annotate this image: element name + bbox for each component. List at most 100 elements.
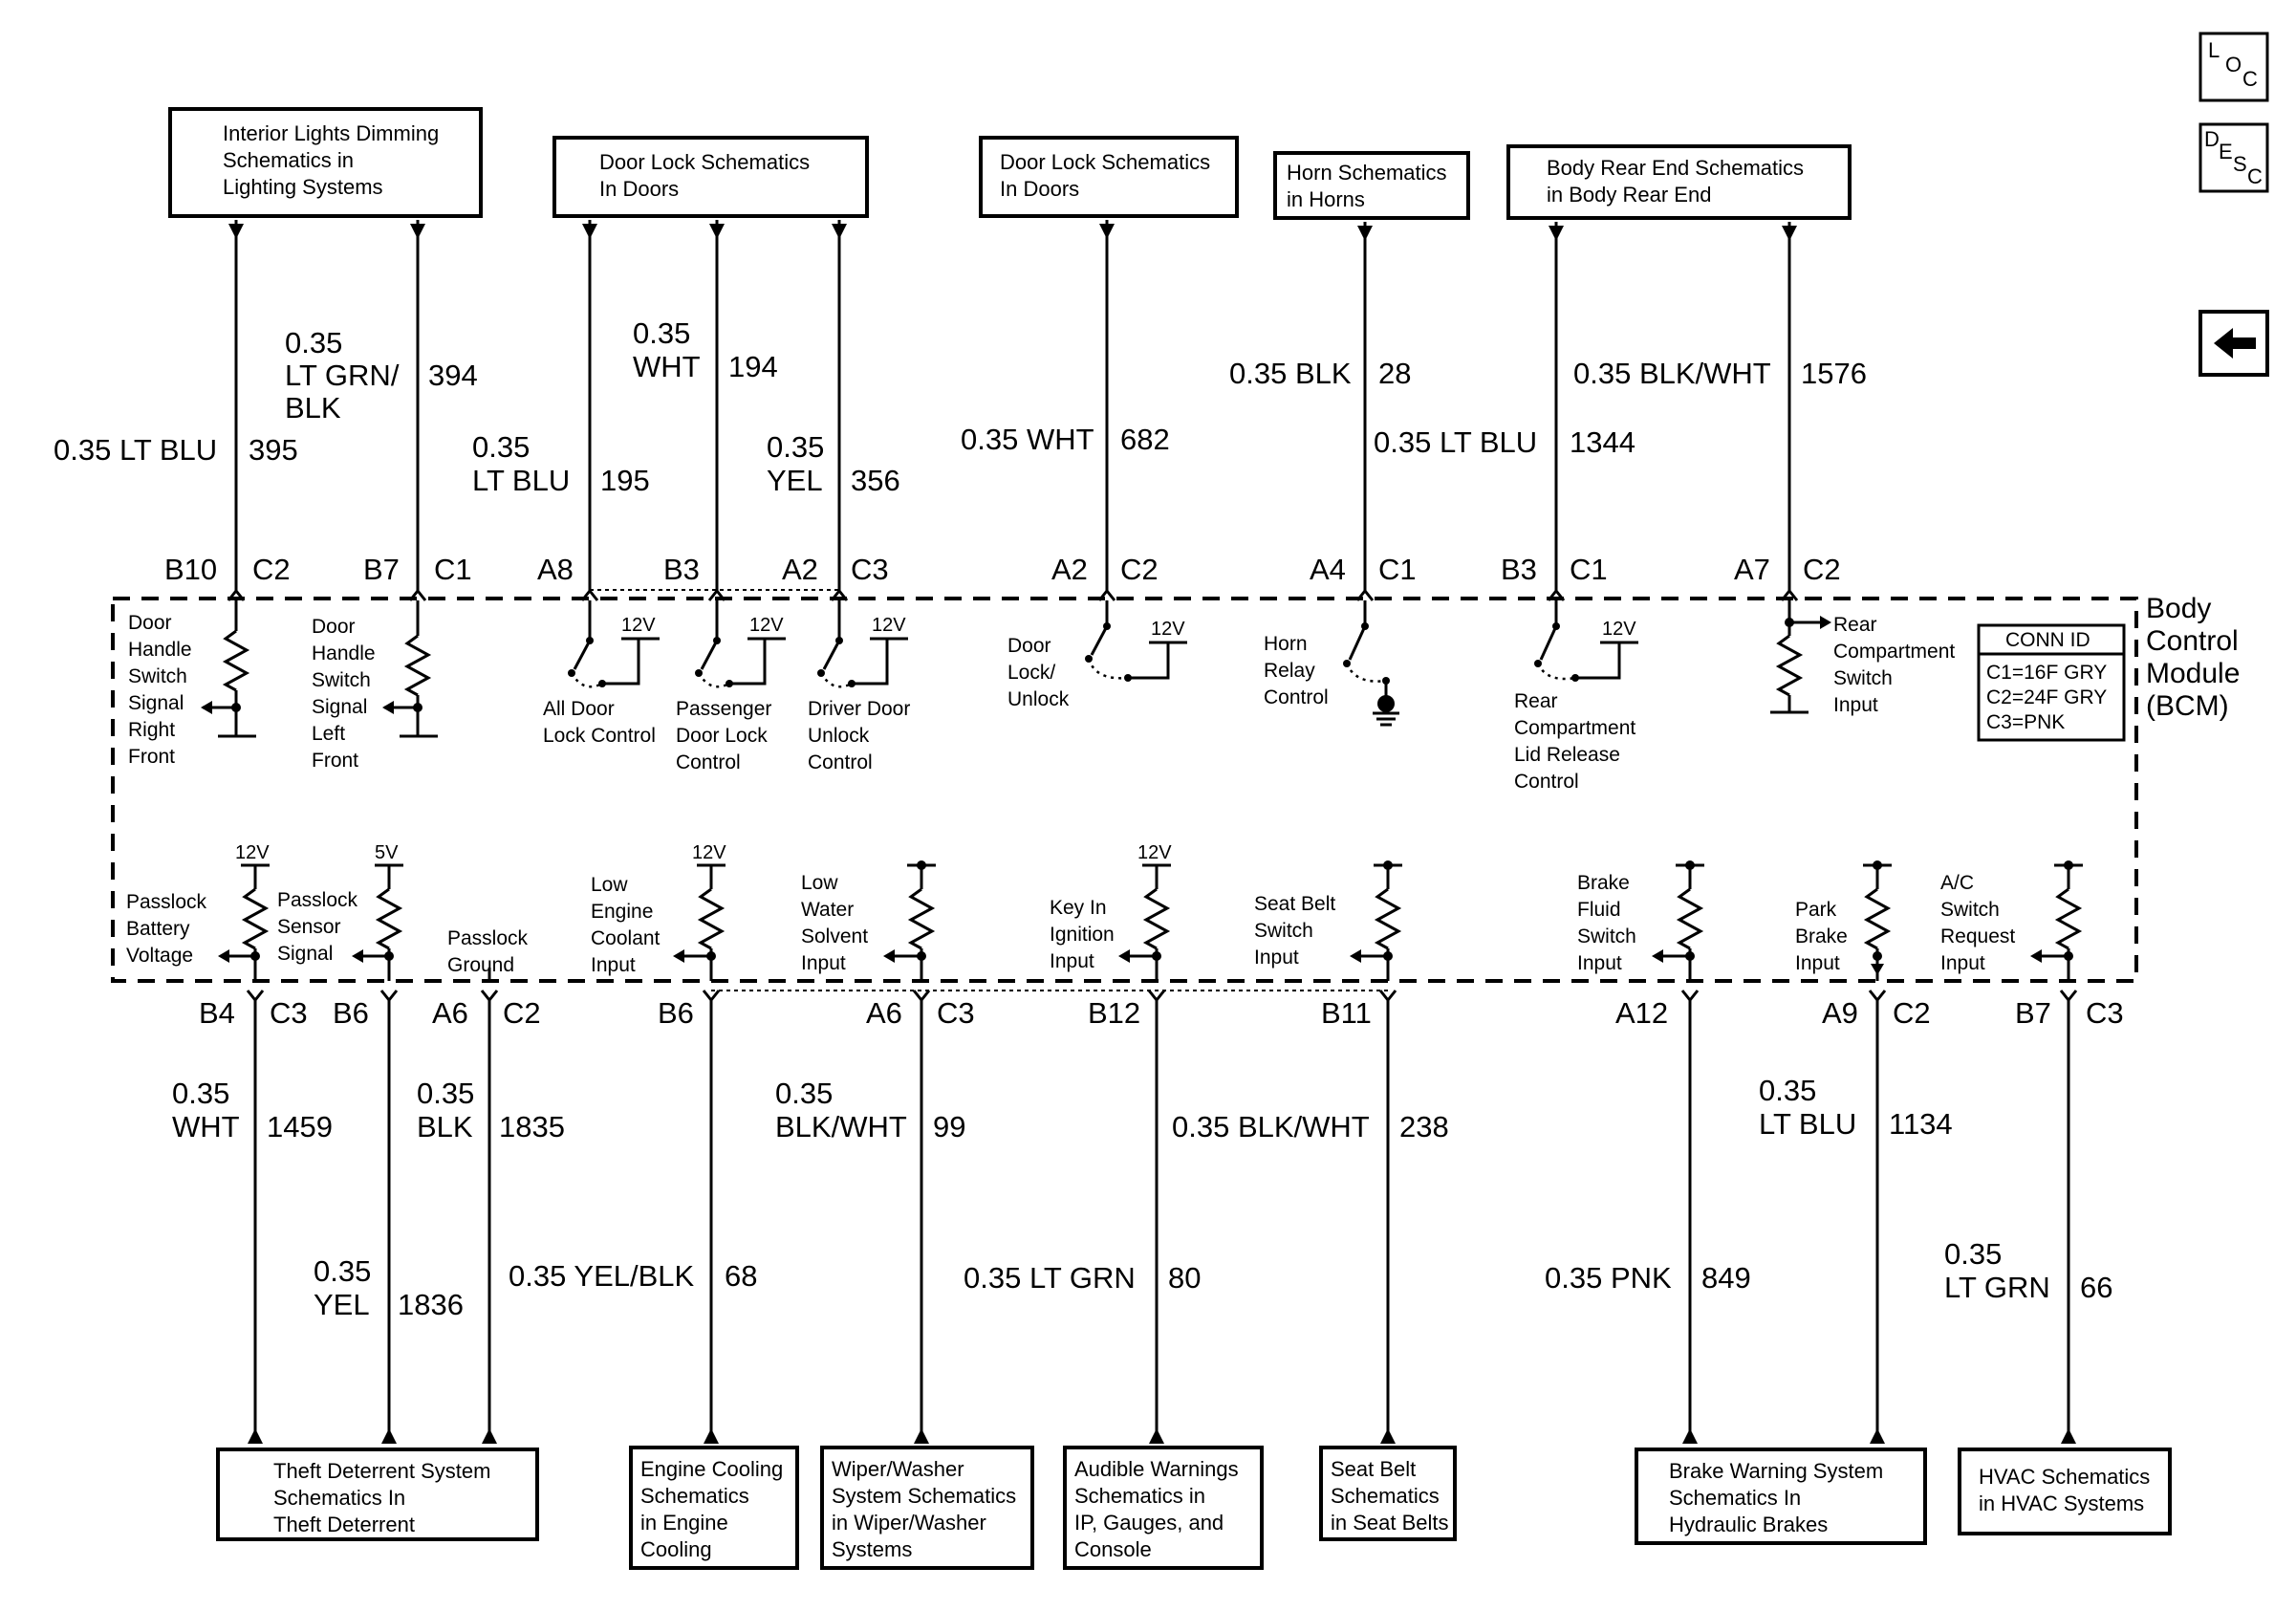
wire-color: WHT [633,350,701,383]
label-line: Lock Control [543,725,656,747]
top-circuit: 0.35 YEL 356 [767,430,900,497]
bottom-circuit: 0.35 BLK/WHT 238 [1172,1110,1449,1143]
box-line: Console [1074,1537,1152,1561]
box-line: HVAC Schematics [1979,1465,2150,1489]
wire-color: 0.35 [417,1077,474,1110]
label-door-lock-unlock: Door Lock/ Unlock [1007,635,1070,710]
bottom-box[interactable]: Audible Warnings Schematics in IP, Gauge… [1063,1446,1264,1570]
bcm-title-line: Control [2146,625,2239,657]
label-low-water-solvent: Low Water Solvent Input [801,872,868,974]
top-box[interactable]: Door Lock Schematics In Doors [979,136,1239,218]
circuit-number: 356 [851,464,900,497]
pin-label: A6 [866,996,902,1030]
bottom-circuit: 0.35 WHT 1459 [172,1077,333,1143]
top-box[interactable]: Body Rear End Schematics in Body Rear En… [1506,144,1852,220]
label-line: Signal [277,943,333,965]
label-line: Control [1514,771,1579,793]
bottom-box[interactable]: Seat Belt Schematics in Seat Belts [1319,1446,1457,1541]
bcm-title-line: Body [2146,593,2211,624]
pin-label: A7 [1734,553,1770,586]
label-line: Door [1007,635,1051,657]
top-box[interactable]: Door Lock Schematics In Doors [552,136,869,218]
desc-letter: D [2204,127,2220,151]
wire-color: YEL [314,1288,370,1321]
back-button[interactable] [2199,310,2269,377]
pin-label: A2 [1051,553,1088,586]
bottom-circuit: 0.35 YEL/BLK 68 [509,1259,757,1293]
box-line: in Body Rear End [1547,183,1711,207]
box-line: Schematics In [1669,1486,1801,1510]
label-door-handle-lf: Door Handle Switch Signal Left Front [312,616,376,772]
label-low-engine-coolant: Low Engine Coolant Input [591,874,661,976]
circuit-number: 1134 [1889,1107,1953,1141]
box-line: Audible Warnings [1074,1457,1239,1481]
wire-color: 0.35 PNK [1545,1261,1672,1295]
label-line: Handle [128,639,192,661]
desc-letter: S [2233,152,2247,176]
wire-color: 0.35 YEL/BLK [509,1259,695,1293]
left-arrow-icon [2214,328,2256,359]
top-wires [228,220,1797,593]
door-handle-rf-circuit [201,600,256,738]
circuit-number: 1576 [1801,357,1867,390]
box-line: Theft Deterrent System [273,1459,490,1483]
circuit-number: 1459 [267,1110,333,1143]
label-ac-switch-request: A/C Switch Request Input [1940,872,2015,974]
label-line: Input [1050,950,1094,972]
circuit-number: 80 [1168,1261,1201,1295]
loc-button[interactable]: L O C [2199,32,2269,102]
desc-button[interactable]: D E S C [2199,122,2269,193]
box-line: Engine Cooling [640,1457,783,1481]
label-line: Solvent [801,925,868,947]
bottom-box[interactable]: HVAC Schematics in HVAC Systems [1958,1448,2172,1535]
voltage-label: 12V [621,615,656,636]
label-line: Compartment [1514,717,1635,739]
label-line: Lock/ [1007,662,1055,684]
bottom-circuit: 0.35 BLK/WHT 99 [775,1077,965,1143]
circuit-number: 849 [1701,1261,1751,1295]
conn-label: C3 [270,996,308,1030]
pin-label: B3 [663,553,700,586]
label-door-handle-rf: Door Handle Switch Signal Right Front [128,612,192,768]
box-line: in HVAC Systems [1979,1491,2144,1515]
bottom-box[interactable]: Engine Cooling Schematics in Engine Cool… [629,1446,799,1570]
box-line: Door Lock Schematics [1000,150,1210,174]
voltage-label: 12V [235,842,270,863]
circuit-number: 28 [1378,357,1411,390]
wire-color: LT BLU [472,464,570,497]
wire-color: 0.35 LT BLU [1374,425,1537,459]
top-box[interactable]: Interior Lights Dimming Schematics in Li… [168,107,483,218]
bottom-box[interactable]: Wiper/Washer System Schematics in Wiper/… [820,1446,1034,1570]
bottom-box[interactable]: Brake Warning System Schematics In Hydra… [1635,1448,1927,1545]
rear-compartment-switch-circuit [1770,600,1831,714]
label-all-door-lock: All Door Lock Control [543,698,656,747]
box-line: in Seat Belts [1331,1511,1449,1535]
top-connector-chevrons [227,588,1799,601]
pin-label: B7 [363,553,400,586]
box-line: Horn Schematics [1287,161,1447,185]
bottom-box[interactable]: Theft Deterrent System Schematics In The… [216,1448,539,1541]
label-line: Input [1795,952,1840,974]
label-line: Ignition [1050,924,1115,946]
wire-color: 0.35 [314,1254,371,1288]
box-line: Hydraulic Brakes [1669,1513,1828,1536]
label-line: Relay [1264,660,1315,682]
label-rear-compartment-switch: Rear Compartment Switch Input [1833,614,1955,716]
circuit-number: 194 [728,350,778,383]
top-box[interactable]: Horn Schematics in Horns [1273,151,1470,220]
label-line: Low [591,874,628,896]
label-line: Unlock [808,725,870,747]
label-line: Fluid [1577,899,1621,921]
label-line: Front [312,750,358,772]
label-rear-lid-release: Rear Compartment Lid Release Control [1514,690,1635,793]
bcm-bottom-labels: Passlock Battery Voltage Passlock Sensor… [126,872,2015,976]
label-line: Left [312,723,345,745]
bcm-top-labels: Door Handle Switch Signal Right Front Do… [128,612,1955,793]
box-line: Body Rear End Schematics [1547,156,1804,180]
box-line: Interior Lights Dimming [223,121,439,145]
wire-color: 0.35 LT GRN [964,1261,1136,1295]
box-line: In Doors [1000,177,1079,201]
driver-door-unlock-switch: 12V [817,600,908,688]
box-line: Schematics [640,1484,749,1508]
conn-label: C2 [252,553,291,586]
